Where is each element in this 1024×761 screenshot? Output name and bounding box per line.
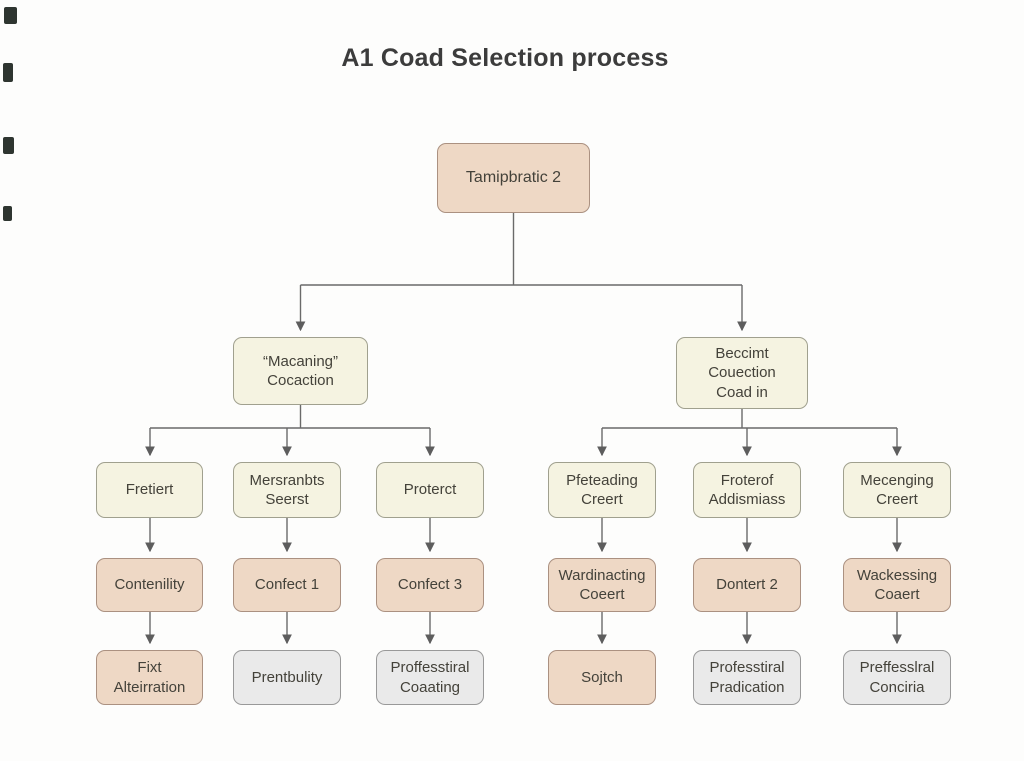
node-l3-4: Pfeteading Creert: [548, 462, 656, 518]
node-label: Fixt Alteirration: [113, 659, 186, 696]
node-label: Wackessing Coaert: [856, 566, 938, 604]
diagram-title: A1 Coad Selection process: [341, 44, 669, 72]
node-l5-5: Professtiral Pradication: [693, 650, 801, 705]
node-label: Froterof Addismiass: [708, 471, 786, 509]
node-label: Beccimt Couection Coad in: [708, 344, 776, 401]
node-l3-6: Mecenging Creert: [843, 462, 951, 518]
node-l4-6: Wackessing Coaert: [843, 558, 951, 612]
node-l4-4: Wardinacting Coeert: [548, 558, 656, 612]
node-l3-3: Proterct: [376, 462, 484, 518]
node-l5-3: Proffesstiral Coaating: [376, 650, 484, 705]
node-l3-1: Fretiert: [96, 462, 203, 518]
node-l5-2: Prentbulity: [233, 650, 341, 705]
edge-artifact: [4, 7, 17, 24]
node-root: Tamipbratic 2: [437, 143, 590, 213]
node-label: Sojtch: [581, 668, 623, 686]
node-label: Proffesstiral Coaating: [390, 659, 470, 696]
edge-artifact: [3, 206, 12, 221]
node-label: “Macaning” Cocaction: [262, 352, 339, 390]
node-l4-2: Confect 1: [233, 558, 341, 612]
edge-artifact: [3, 63, 13, 82]
node-label: Preffesslral Conciria: [859, 659, 935, 696]
node-branch-right: Beccimt Couection Coad in: [676, 337, 808, 409]
node-label: Prentbulity: [251, 668, 323, 686]
node-label: Proterct: [403, 481, 457, 499]
edge-artifact: [3, 137, 14, 154]
node-l4-3: Confect 3: [376, 558, 484, 612]
node-label: Dontert 2: [716, 576, 778, 594]
node-l4-1: Contenility: [96, 558, 203, 612]
node-label: Pfeteading Creert: [566, 471, 638, 509]
node-label: Mecenging Creert: [860, 471, 934, 509]
node-label: Confect 3: [397, 576, 463, 594]
node-label: Confect 1: [254, 576, 320, 594]
node-label: Wardinacting Coeert: [558, 566, 646, 604]
node-branch-left: “Macaning” Cocaction: [233, 337, 368, 405]
node-l3-5: Froterof Addismiass: [693, 462, 801, 518]
node-l5-6: Preffesslral Conciria: [843, 650, 951, 705]
node-l4-5: Dontert 2: [693, 558, 801, 612]
node-label: Tamipbratic 2: [465, 168, 562, 186]
node-label: Mersranbts Seerst: [249, 471, 325, 509]
node-l3-2: Mersranbts Seerst: [233, 462, 341, 518]
node-label: Contenility: [114, 576, 185, 594]
node-label: Fretiert: [125, 481, 174, 499]
node-label: Professtiral Pradication: [709, 659, 785, 696]
node-l5-1: Fixt Alteirration: [96, 650, 203, 705]
node-l5-4: Sojtch: [548, 650, 656, 705]
